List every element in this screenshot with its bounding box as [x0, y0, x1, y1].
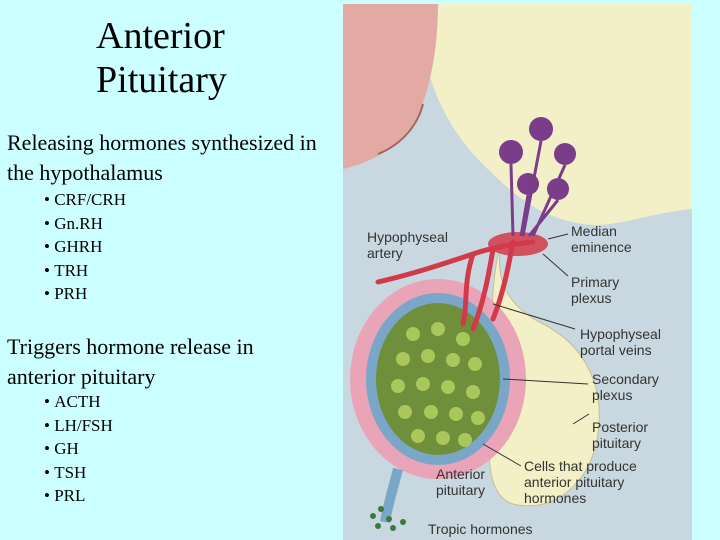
tropic-hormone-dots: [370, 506, 406, 531]
triggers-heading: Triggers hormone release in anterior pit…: [7, 334, 254, 389]
list-item: PRH: [44, 282, 126, 306]
releasing-hormones-list: CRF/CRH Gn.RH GHRH TRH PRH: [44, 188, 126, 306]
title-line-1: Anterior: [96, 15, 225, 57]
label-primary-plexus: Primary: [571, 274, 619, 290]
label-median-eminence-2: eminence: [571, 239, 632, 255]
list-item: GHRH: [44, 235, 126, 259]
label-posterior-pituitary: Posterior: [592, 419, 648, 435]
label-portal-veins: Hypophyseal: [580, 326, 661, 342]
pituitary-illustration: Hypophyseal artery Median eminence Prima…: [343, 4, 692, 540]
list-item: ACTH: [44, 390, 113, 414]
slide-title: Anterior Pituitary: [96, 14, 227, 102]
list-item: TRH: [44, 259, 126, 283]
label-primary-plexus-2: plexus: [571, 290, 611, 306]
label-anterior-pituitary: Anterior: [436, 466, 485, 482]
releasing-hormones-heading: Releasing hormones synthesized in the hy…: [7, 130, 317, 185]
label-median-eminence: Median: [571, 223, 617, 239]
label-cells-2: anterior pituitary: [524, 474, 624, 490]
pituitary-diagram: Hypophyseal artery Median eminence Prima…: [343, 4, 692, 540]
efferent-vein: [380, 467, 403, 523]
label-hypophyseal-artery-2: artery: [367, 245, 403, 261]
label-tropic-hormones: Tropic hormones: [428, 521, 533, 537]
label-portal-veins-2: portal veins: [580, 342, 652, 358]
brain-tissue: [343, 4, 438, 169]
title-line-2: Pituitary: [96, 59, 227, 101]
list-item: Gn.RH: [44, 212, 126, 236]
leader-lines: [482, 233, 590, 467]
label-cells-3: hormones: [524, 490, 586, 506]
label-cells: Cells that produce: [524, 458, 637, 474]
list-item: LH/FSH: [44, 414, 113, 438]
primary-plexus: [488, 232, 548, 256]
list-item: PRL: [44, 484, 113, 508]
label-hypophyseal-artery: Hypophyseal: [367, 229, 448, 245]
label-anterior-pituitary-2: pituitary: [436, 482, 485, 498]
label-secondary-plexus-2: plexus: [592, 387, 632, 403]
neuron-axons: [509, 140, 567, 237]
label-posterior-pituitary-2: pituitary: [592, 435, 641, 451]
cell-cluster: [391, 322, 485, 447]
label-secondary-plexus: Secondary: [592, 371, 659, 387]
list-item: CRF/CRH: [44, 188, 126, 212]
brain-fold: [377, 103, 424, 155]
anterior-hormones-list: ACTH LH/FSH GH TSH PRL: [44, 390, 113, 508]
list-item: GH: [44, 437, 113, 461]
list-item: TSH: [44, 461, 113, 485]
